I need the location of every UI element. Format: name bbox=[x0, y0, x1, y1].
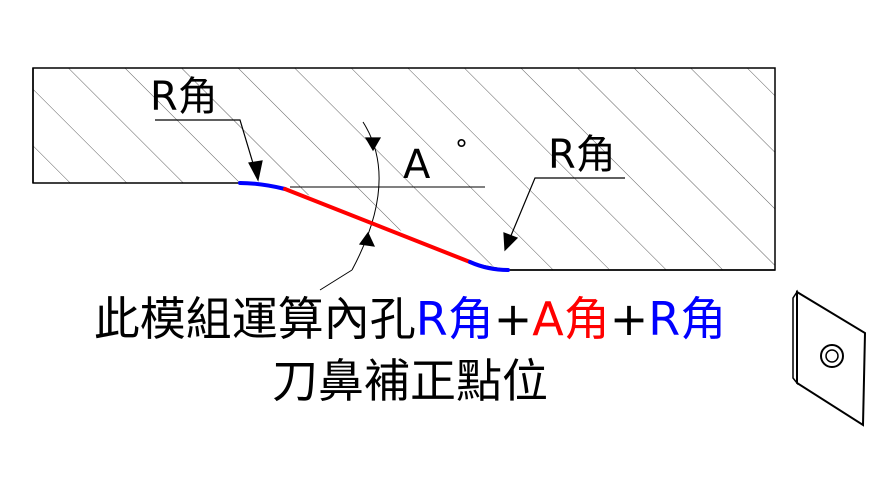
r-corner-label-right: R角 bbox=[548, 132, 616, 178]
r-corner-right bbox=[468, 260, 510, 272]
caption-line-1: 此模組運算內孔R角+A角+R角 bbox=[0, 283, 850, 349]
tool-path-profile bbox=[238, 181, 510, 272]
degree-symbol: ° bbox=[455, 135, 468, 165]
leader-lines bbox=[155, 119, 625, 252]
r-corner-label-left: R角 bbox=[150, 74, 218, 120]
caption-r-corner-1: R角 bbox=[415, 292, 494, 346]
caption-plus-2: + bbox=[609, 292, 649, 346]
a-edge bbox=[283, 187, 472, 264]
caption-line-2: 刀鼻補正點位 bbox=[272, 354, 548, 408]
caption-a-angle: A角 bbox=[532, 292, 610, 346]
r-corner-left bbox=[238, 181, 287, 191]
caption-prefix: 此模組運算內孔 bbox=[93, 292, 416, 346]
caption-plus-1: + bbox=[493, 292, 533, 346]
angle-construction bbox=[290, 121, 485, 291]
angle-label: A bbox=[403, 142, 431, 188]
caption-r-corner-2: R角 bbox=[648, 292, 727, 346]
rhombic-insert-icon bbox=[792, 289, 867, 427]
